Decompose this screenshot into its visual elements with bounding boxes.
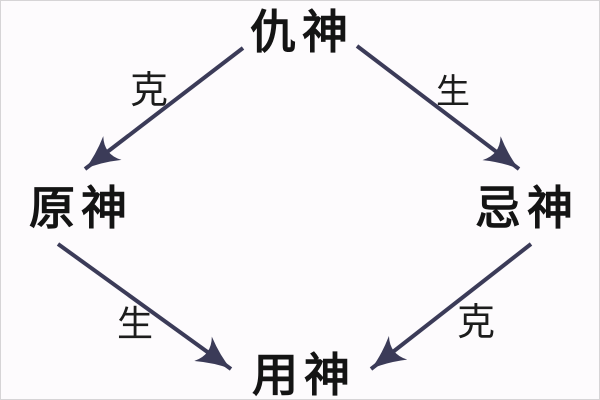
node-yong-shen: 用神 [252, 352, 350, 398]
edge-chou-to-yuan [83, 46, 245, 171]
node-ji-shen-label: 忌神 [475, 181, 579, 235]
edge-label-ke-chou-yuan: 克 [129, 68, 169, 112]
edge-chou-to-ji [355, 44, 521, 171]
node-ji-shen: 忌神 [475, 185, 573, 231]
node-chou-shen-label: 仇神 [250, 5, 354, 59]
edge-label-sheng-chou-ji: 生 [436, 72, 470, 112]
node-yuan-shen-label: 原神 [29, 181, 133, 235]
edge-yuan-to-yong [56, 242, 233, 371]
node-yong-shen-label: 用神 [252, 348, 356, 400]
node-yuan-shen: 原神 [29, 185, 127, 231]
node-chou-shen: 仇神 [250, 9, 348, 55]
edge-label-ke-ji-yong: 克 [456, 300, 496, 344]
edge-label-sheng-yuan-yong: 生 [116, 304, 154, 345]
edge-ji-to-yong [369, 242, 533, 371]
